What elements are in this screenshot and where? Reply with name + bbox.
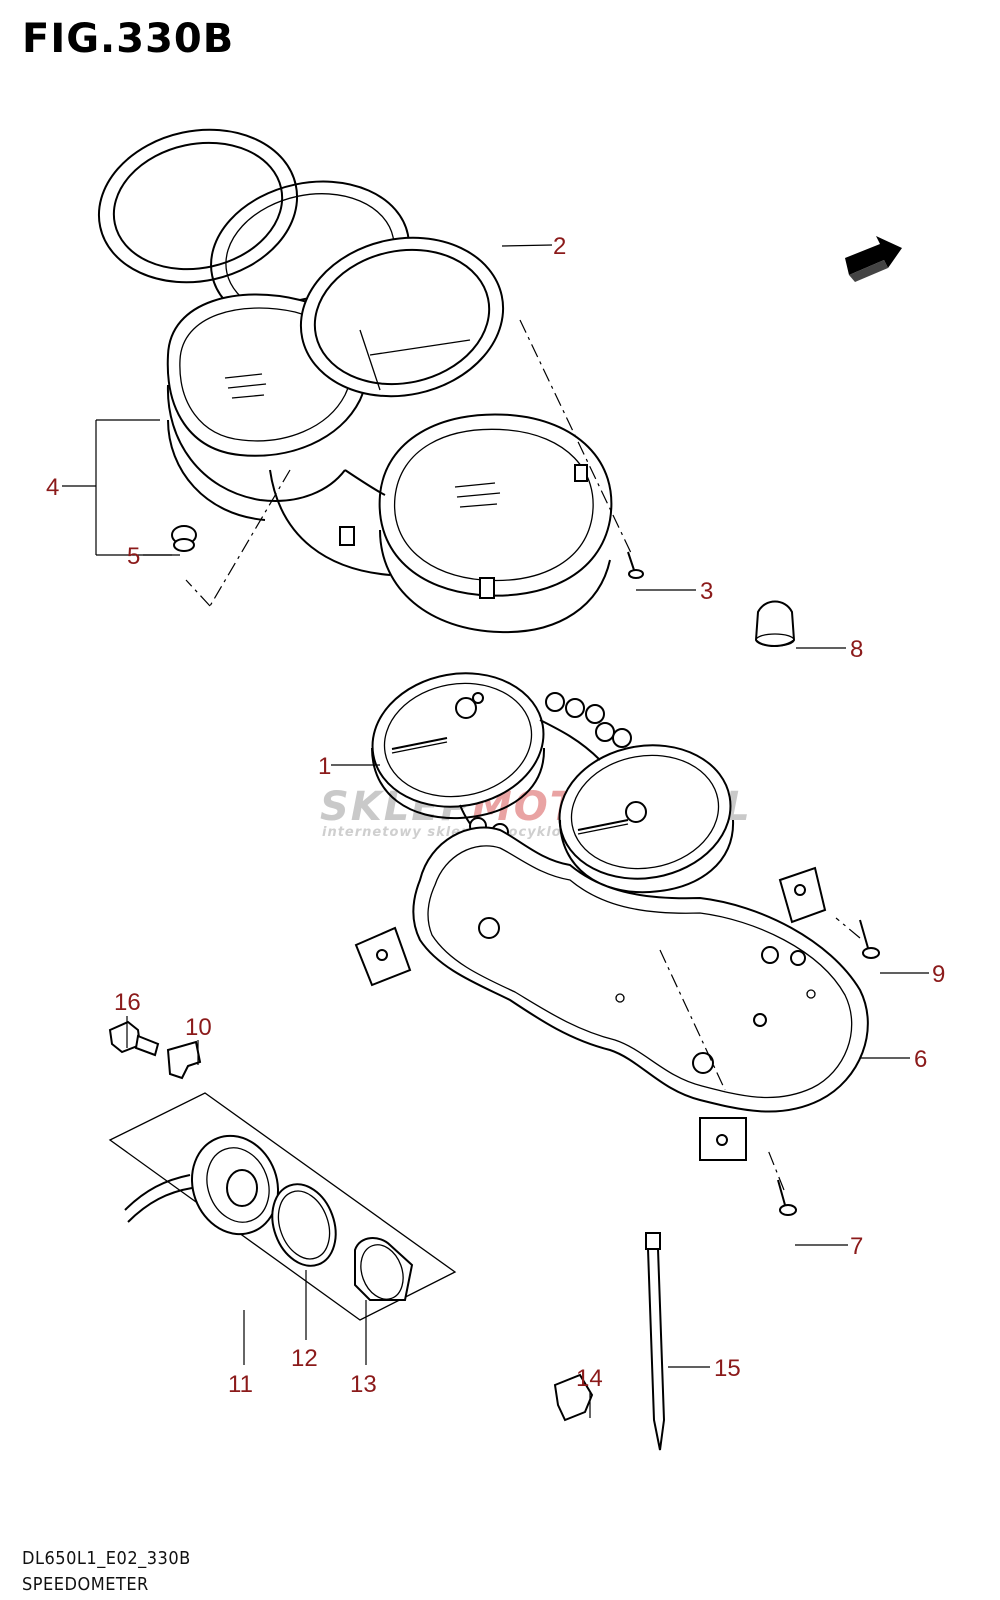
callout-16: 16: [114, 989, 141, 1016]
callout-13: 13: [350, 1371, 377, 1398]
screw-part-7: [777, 1179, 797, 1216]
callout-15: 15: [714, 1355, 741, 1382]
callout-6: 6: [914, 1046, 927, 1073]
callout-9: 9: [932, 961, 945, 988]
watermark-tagline: internetowy sklep motocyklowy: [322, 825, 584, 840]
callout-3: 3: [700, 578, 713, 605]
section-name: SPEEDOMETER: [22, 1574, 149, 1595]
callout-14: 14: [576, 1365, 603, 1392]
meter-assembly: [371, 672, 735, 894]
figure-title: FIG.330B: [22, 16, 235, 62]
callout-7: 7: [850, 1233, 863, 1260]
callout-11: 11: [228, 1371, 253, 1398]
callout-10: 10: [185, 1014, 212, 1041]
cable-tie-part: [645, 1232, 666, 1451]
callout-5: 5: [127, 543, 140, 570]
screw-part-9: [859, 919, 880, 959]
callout-labels: 2 3 4 5 8 1 9 6 7 16 10 11 12 13 14 15: [46, 233, 945, 1398]
cap-part: [754, 600, 796, 647]
callout-1: 1: [318, 753, 331, 780]
socket-kit: [108, 1092, 457, 1321]
callout-8: 8: [850, 636, 863, 663]
callout-4: 4: [46, 474, 59, 501]
model-code: DL650L1_E02_330B: [22, 1548, 191, 1569]
clamp-part-14: [553, 1373, 594, 1422]
callout-12: 12: [291, 1345, 318, 1372]
grommet-part: [171, 525, 197, 552]
bezel-ring: [299, 236, 505, 398]
bolt-part: [108, 1020, 160, 1057]
leader-lines: [62, 244, 929, 1418]
callout-2: 2: [553, 233, 566, 260]
clip-part-10: [166, 1040, 202, 1080]
screw-part-3: [627, 551, 644, 579]
front-direction-arrow-icon: [845, 236, 902, 282]
meter-case-lower: [354, 826, 869, 1161]
